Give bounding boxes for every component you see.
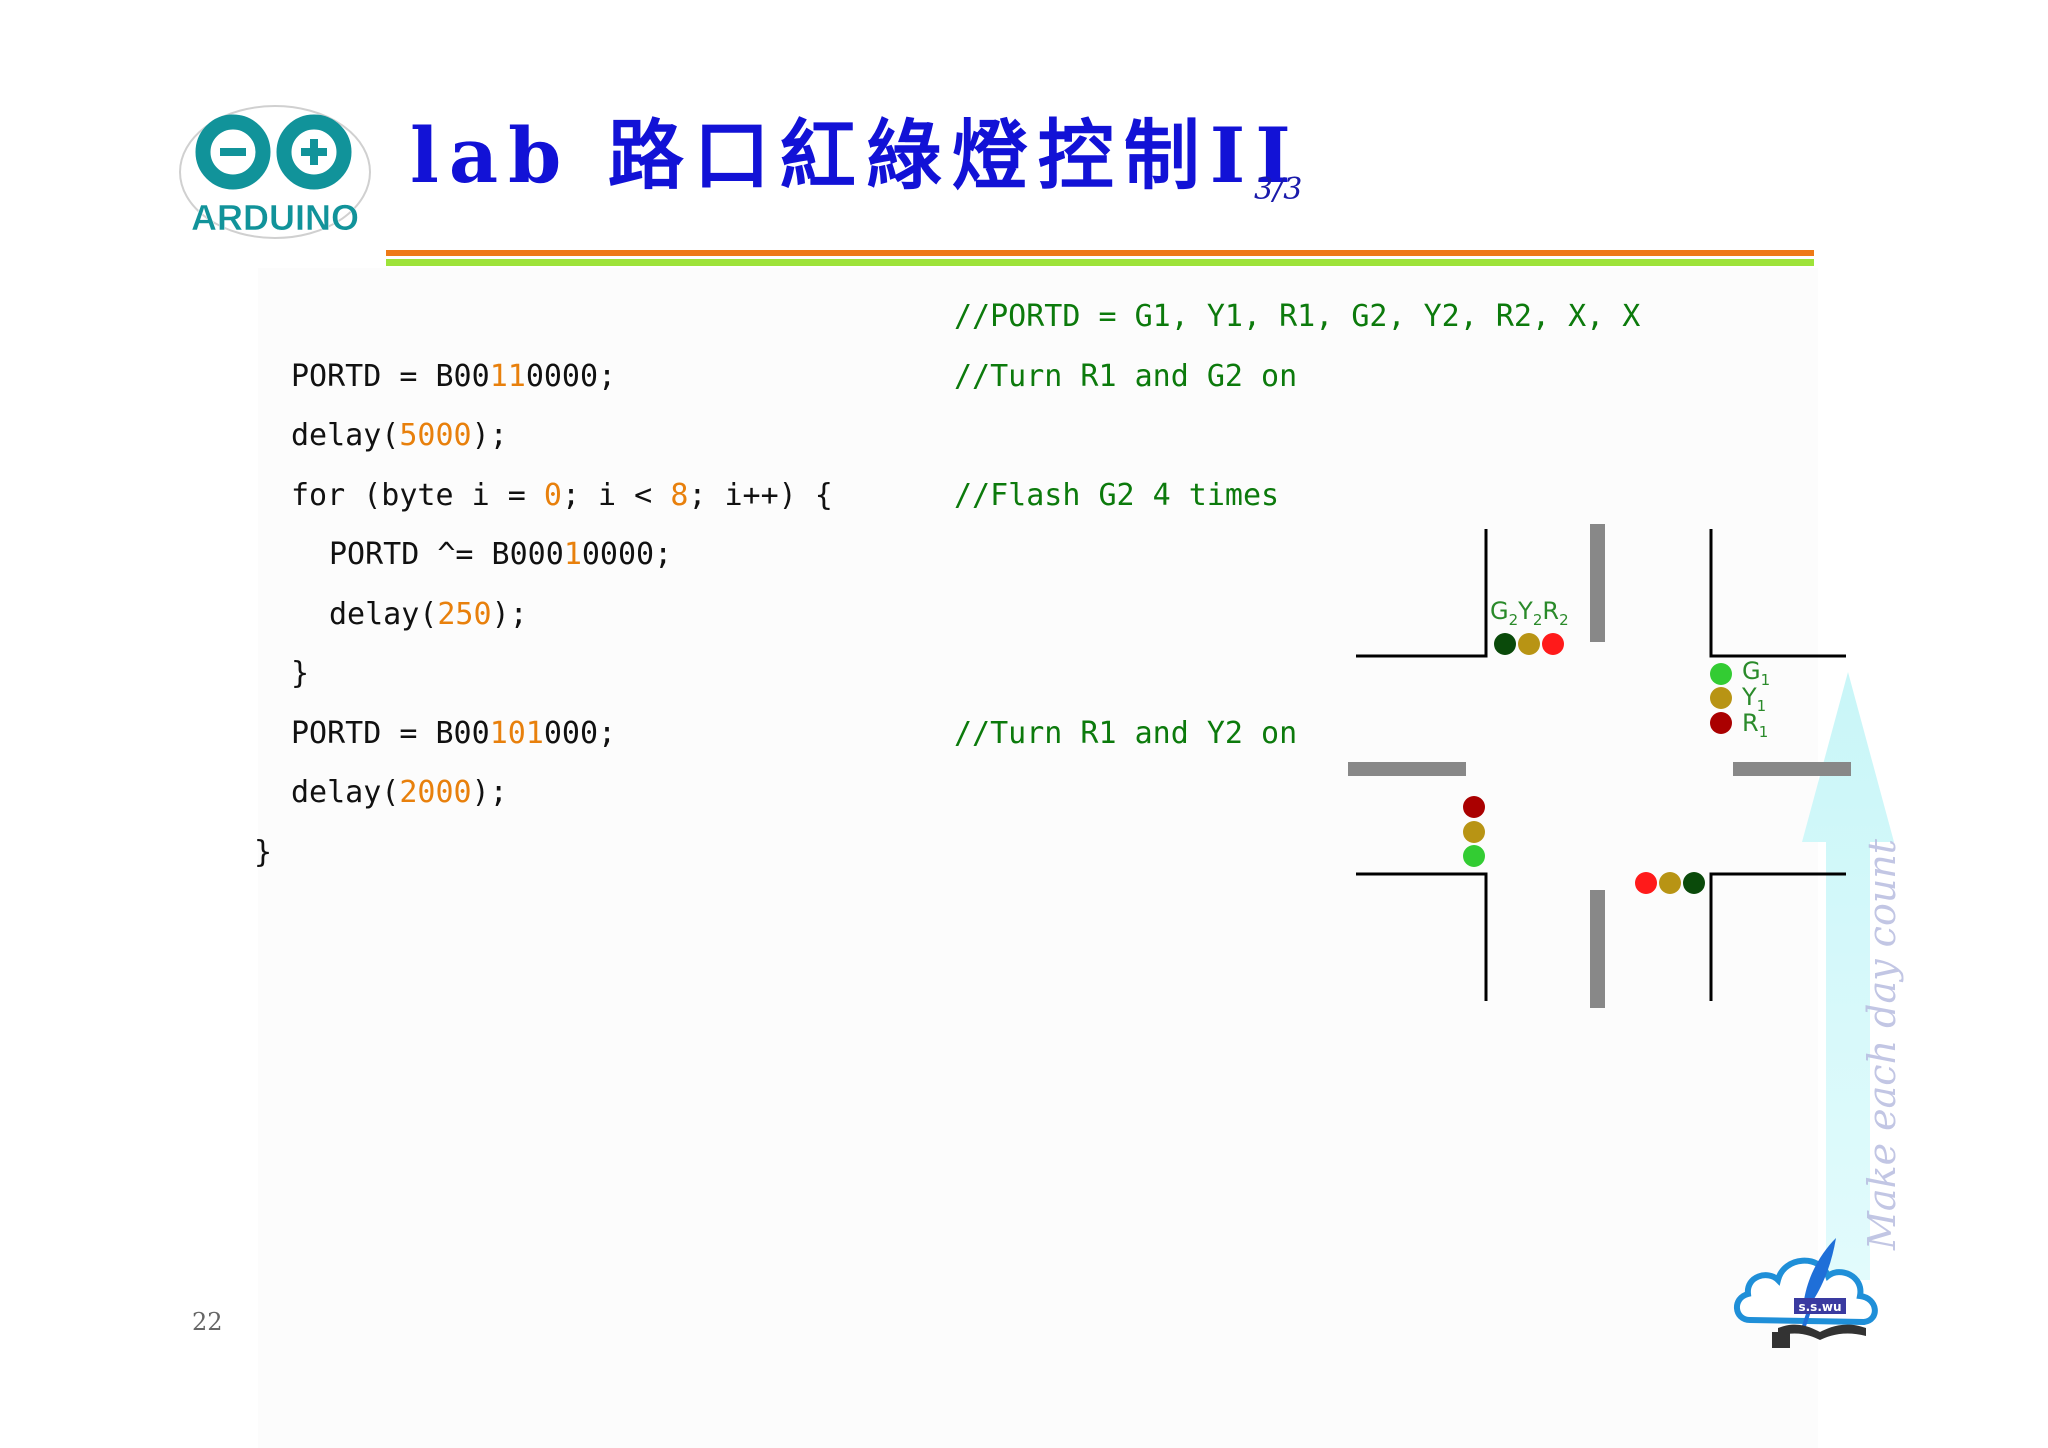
author-badge-logo: s.s.wu (1734, 1238, 1878, 1348)
svg-text:s.s.wu: s.s.wu (1798, 1300, 1841, 1314)
comment-portd-map: //PORTD = G1, Y1, R1, G2, Y2, R2, X, X (954, 299, 1641, 334)
signal-top-green-light (1494, 633, 1516, 655)
signal-right-red-light (1710, 712, 1732, 734)
page-title: lab 路口紅綠燈控制II (410, 111, 1301, 200)
road-edge-top-left (1356, 529, 1488, 658)
signal-top-red-light (1542, 633, 1564, 655)
signal-label-y1: Y1 (1741, 683, 1766, 715)
intersection-diagram: G2Y2R2 G1 Y1 R1 (1348, 524, 1851, 1008)
code-line-loop-close: } (291, 656, 310, 691)
signal-top-yellow-light (1518, 633, 1540, 655)
svg-text:ARDUINO: ARDUINO (191, 197, 359, 238)
watermark-text: Make each day count (1860, 838, 1904, 1250)
road-edge-top-right (1709, 529, 1846, 658)
signal-label-r1: R1 (1742, 709, 1768, 741)
page-subtitle: 3/3 (1254, 172, 1303, 207)
road-edge-bottom-right (1709, 872, 1846, 1001)
code-line-portd-xor: PORTD ^= B00010000; (329, 537, 673, 572)
signal-right-yellow-light (1710, 687, 1732, 709)
signal-bottom-yellow-light (1659, 872, 1681, 894)
signal-label-g1: G1 (1742, 657, 1770, 689)
road-edge-bottom-left (1356, 872, 1488, 1001)
comment-turn-r1-y2: //Turn R1 and Y2 on (954, 716, 1298, 751)
signal-left-yellow-light (1463, 821, 1485, 843)
comment-flash-g2: //Flash G2 4 times (954, 478, 1280, 513)
page-number: 22 (192, 1308, 223, 1336)
code-line-delay-5000: delay(5000); (291, 418, 508, 453)
signal-label-top: G2Y2R2 (1490, 597, 1569, 629)
lane-divider-bottom (1590, 890, 1605, 1008)
code-line-delay-250: delay(250); (329, 597, 528, 632)
title-rule-orange (386, 250, 1814, 256)
lane-divider-left (1348, 762, 1466, 776)
title-rule-green (386, 259, 1814, 266)
signal-right-green-light (1710, 663, 1732, 685)
comment-turn-r1-g2: //Turn R1 and G2 on (954, 359, 1298, 394)
code-line-for-loop: for (byte i = 0; i < 8; i++) { (291, 478, 833, 513)
lane-divider-top (1590, 524, 1605, 642)
lane-divider-right (1733, 762, 1851, 776)
up-arrow-decoration (1802, 672, 1894, 1280)
code-line-delay-2000: delay(2000); (291, 775, 508, 810)
code-line-portd-set-2: PORTD = B00101000; (291, 716, 617, 751)
signal-bottom-green-light (1683, 872, 1705, 894)
signal-left-red-light (1463, 796, 1485, 818)
code-line-portd-set-1: PORTD = B00110000; (291, 359, 617, 394)
signal-bottom-red-light (1635, 872, 1657, 894)
slide-background (258, 268, 1818, 1448)
signal-left-green-light (1463, 845, 1485, 867)
arduino-logo: ARDUINO (179, 105, 371, 239)
code-line-function-close: } (254, 835, 273, 870)
